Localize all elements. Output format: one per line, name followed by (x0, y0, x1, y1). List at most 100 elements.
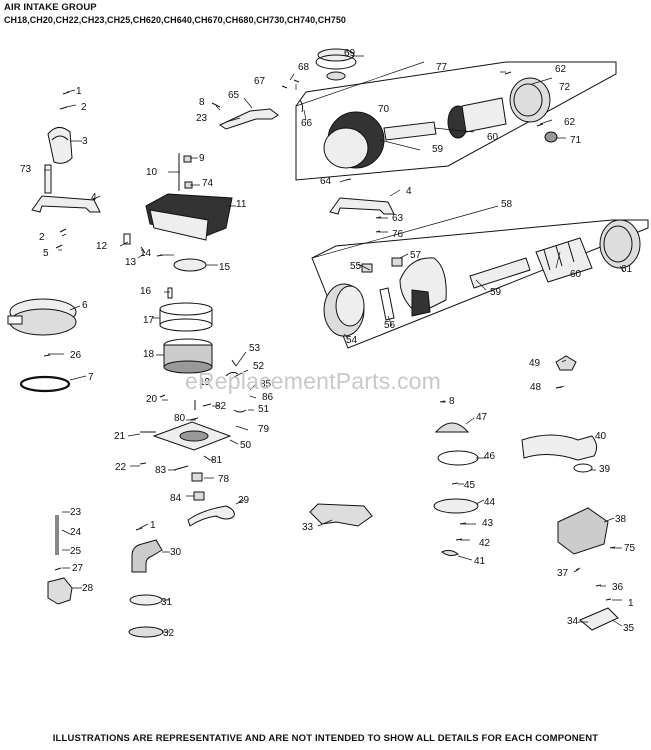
part-label-11: 11 (236, 199, 247, 210)
part-label-3: 3 (82, 136, 88, 147)
part-label-9: 9 (199, 153, 205, 164)
part-label-33: 33 (302, 522, 314, 533)
part-label-1: 1 (628, 598, 634, 609)
part-label-84: 84 (170, 493, 182, 504)
part-label-78: 78 (218, 474, 230, 485)
part-label-57: 57 (410, 250, 422, 261)
part-label-62: 62 (555, 64, 567, 75)
part-label-16: 16 (140, 286, 152, 297)
part-label-24: 24 (70, 527, 82, 538)
part-label-41: 41 (474, 556, 486, 567)
part-label-52: 52 (253, 361, 265, 372)
part-label-39: 39 (599, 464, 611, 475)
part-label-25: 25 (70, 546, 82, 557)
watermark: eReplacementParts.com (185, 368, 442, 394)
part-label-62: 62 (564, 117, 576, 128)
part-label-43: 43 (482, 518, 494, 529)
part-label-26: 26 (70, 350, 82, 361)
part-label-81: 81 (211, 455, 223, 466)
part-label-59: 59 (490, 287, 502, 298)
callout-labels: 1237342562678652367686966910741112131415… (20, 48, 636, 639)
part-label-64: 64 (320, 176, 332, 187)
part-label-83: 83 (155, 465, 167, 476)
part-label-29: 29 (238, 495, 250, 506)
part-label-58: 58 (501, 199, 513, 210)
part-label-63: 63 (392, 213, 404, 224)
part-label-50: 50 (240, 440, 252, 451)
part-label-19: 19 (199, 377, 211, 388)
part-label-66: 66 (301, 118, 313, 129)
part-label-34: 34 (567, 616, 579, 627)
part-label-5: 5 (43, 248, 49, 259)
part-label-82: 82 (215, 401, 227, 412)
part-label-22: 22 (115, 462, 127, 473)
part-label-46: 46 (484, 451, 496, 462)
part-label-60: 60 (487, 132, 499, 143)
diagram-title: AIR INTAKE GROUP (4, 2, 97, 13)
part-label-2: 2 (39, 232, 45, 243)
part-label-12: 12 (96, 241, 108, 252)
part-label-68: 68 (298, 62, 310, 73)
part-label-55: 55 (350, 261, 362, 272)
part-label-75: 75 (624, 543, 636, 554)
part-label-13: 13 (125, 257, 137, 268)
part-label-8: 8 (449, 396, 455, 407)
part-label-27: 27 (72, 563, 84, 574)
part-label-8: 8 (199, 97, 205, 108)
part-label-73: 73 (20, 164, 32, 175)
part-label-49: 49 (529, 358, 541, 369)
part-label-18: 18 (143, 349, 155, 360)
part-label-1: 1 (76, 86, 82, 97)
part-label-4: 4 (91, 192, 97, 203)
part-label-80: 80 (174, 413, 186, 424)
part-label-42: 42 (479, 538, 491, 549)
part-label-59: 59 (432, 144, 444, 155)
footer-disclaimer: ILLUSTRATIONS ARE REPRESENTATIVE AND ARE… (52, 733, 599, 744)
part-label-45: 45 (464, 480, 476, 491)
part-label-28: 28 (82, 583, 94, 594)
part-label-32: 32 (163, 628, 175, 639)
part-label-74: 74 (202, 178, 214, 189)
part-label-21: 21 (114, 431, 126, 442)
model-list: CH18,CH20,CH22,CH23,CH25,CH620,CH640,CH6… (4, 15, 346, 25)
part-label-36: 36 (612, 582, 624, 593)
part-label-61: 61 (621, 264, 633, 275)
part-label-77: 77 (436, 62, 448, 73)
part-label-40: 40 (595, 431, 607, 442)
part-label-23: 23 (70, 507, 82, 518)
part-label-7: 7 (88, 372, 94, 383)
part-label-2: 2 (81, 102, 87, 113)
part-label-47: 47 (476, 412, 488, 423)
part-label-30: 30 (170, 547, 182, 558)
part-label-23: 23 (196, 113, 208, 124)
part-label-53: 53 (249, 343, 261, 354)
part-label-48: 48 (530, 382, 542, 393)
part-label-35: 35 (623, 623, 635, 634)
part-label-17: 17 (143, 315, 155, 326)
part-label-4: 4 (406, 186, 412, 197)
part-label-85: 85 (260, 379, 272, 390)
part-label-38: 38 (615, 514, 627, 525)
part-label-6: 6 (82, 300, 88, 311)
part-label-56: 56 (384, 320, 396, 331)
part-label-15: 15 (219, 262, 231, 273)
part-label-31: 31 (161, 597, 173, 608)
part-label-60: 60 (570, 269, 582, 280)
part-label-51: 51 (258, 404, 270, 415)
part-label-54: 54 (346, 335, 358, 346)
part-label-44: 44 (484, 497, 496, 508)
part-label-86: 86 (262, 392, 274, 403)
part-label-1: 1 (150, 520, 156, 531)
part-label-14: 14 (140, 248, 152, 259)
part-label-76: 76 (392, 229, 404, 240)
part-label-10: 10 (146, 167, 158, 178)
part-label-79: 79 (258, 424, 270, 435)
part-label-71: 71 (570, 135, 582, 146)
part-label-72: 72 (559, 82, 571, 93)
part-label-20: 20 (146, 394, 158, 405)
part-label-65: 65 (228, 90, 240, 101)
part-label-70: 70 (378, 104, 390, 115)
part-label-69: 69 (344, 48, 356, 59)
part-label-37: 37 (557, 568, 569, 579)
